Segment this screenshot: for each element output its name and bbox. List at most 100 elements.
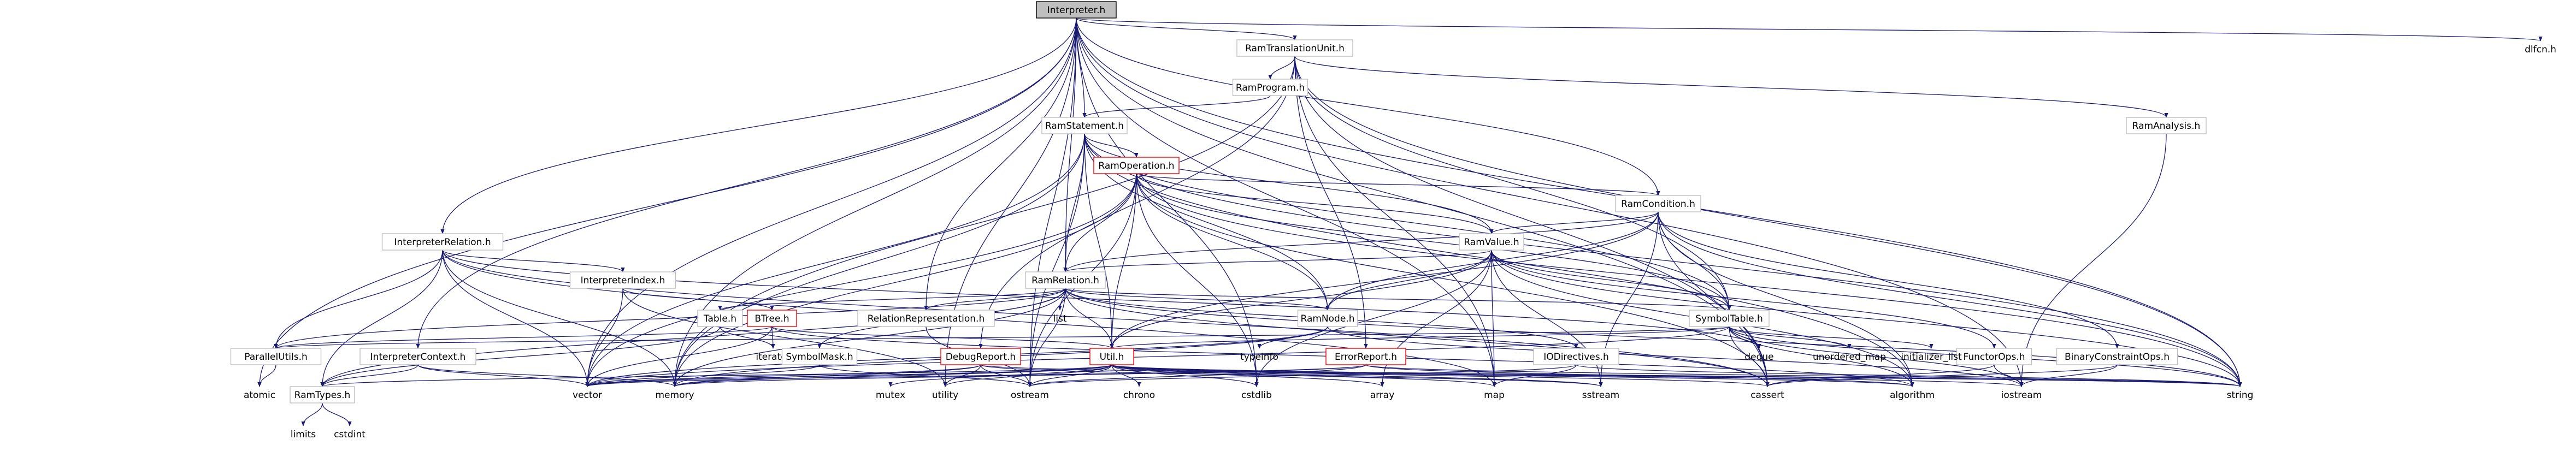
include-edge — [416, 17, 1077, 349]
include-edge — [1065, 288, 1330, 311]
include-edge — [1576, 364, 2242, 387]
node-error-report-h[interactable]: ErrorReport.h — [1325, 348, 1406, 365]
include-edge — [585, 173, 1137, 387]
include-edge — [1658, 211, 2119, 349]
include-edge — [1729, 326, 1934, 349]
node-ram-program-h[interactable]: RamProgram.h — [1232, 79, 1308, 96]
node-debug-report-h[interactable]: DebugReport.h — [940, 348, 1021, 365]
node-box — [290, 386, 355, 403]
node-box — [2126, 117, 2207, 134]
node-mutex[interactable]: mutex — [876, 390, 905, 401]
node-label: DebugReport.h — [946, 352, 1016, 363]
node-ram-node-h[interactable]: RamNode.h — [1297, 310, 1358, 327]
node-ram-condition-h[interactable]: RamCondition.h — [1615, 195, 1701, 212]
include-edge — [1491, 250, 1496, 387]
include-edge — [1111, 364, 1141, 387]
node-label: ostream — [1011, 390, 1049, 401]
node-binary-constraint-ops-h[interactable]: BinaryConstraintOps.h — [2056, 348, 2178, 365]
include-edge — [1254, 250, 1492, 387]
node-btree-h[interactable]: BTree.h — [747, 310, 797, 327]
include-edge — [585, 364, 981, 387]
node-deque[interactable]: deque — [1744, 352, 1773, 363]
include-edge — [1136, 173, 2242, 387]
include-edge — [274, 288, 1066, 349]
include-edge — [1380, 250, 1492, 387]
node-array[interactable]: array — [1370, 390, 1395, 401]
node-box — [747, 310, 797, 327]
include-edge — [1729, 326, 1852, 349]
node-cstdint[interactable]: cstdint — [334, 429, 366, 440]
node-utility[interactable]: utility — [932, 390, 958, 401]
node-atomic[interactable]: atomic — [244, 390, 275, 401]
include-edge — [1111, 364, 2242, 387]
node-map[interactable]: map — [1484, 390, 1505, 401]
include-edge — [585, 326, 773, 387]
include-edge — [1489, 211, 1659, 234]
node-ram-relation-h[interactable]: RamRelation.h — [1025, 271, 1106, 289]
node-box — [1533, 348, 1619, 365]
include-edge — [274, 250, 443, 349]
node-interpreter-relation-h[interactable]: InterpreterRelation.h — [381, 233, 504, 251]
node-interpreter-context-h[interactable]: InterpreterContext.h — [359, 348, 476, 365]
node-limits[interactable]: limits — [291, 429, 316, 440]
node-list[interactable]: list — [1053, 313, 1067, 324]
node-relation-representation-h[interactable]: RelationRepresentation.h — [857, 310, 995, 327]
node-initializer-list[interactable]: initializer_list — [1901, 352, 1962, 363]
include-edge — [1028, 364, 1577, 387]
node-iostream[interactable]: iostream — [2001, 390, 2042, 401]
include-edge — [1076, 17, 2024, 387]
node-ram-types-h[interactable]: RamTypes.h — [290, 386, 355, 403]
node-cstdlib[interactable]: cstdlib — [1241, 390, 1272, 401]
node-label: RamRelation.h — [1031, 275, 1099, 286]
node-label: RamTranslationUnit.h — [1245, 43, 1345, 54]
node-ram-translation-unit-h[interactable]: RamTranslationUnit.h — [1236, 39, 1353, 57]
include-edge — [2019, 364, 2118, 387]
node-io-directives-h[interactable]: IODirectives.h — [1533, 348, 1619, 365]
node-label: BTree.h — [754, 313, 789, 324]
node-ram-value-h[interactable]: RamValue.h — [1459, 233, 1524, 251]
include-edge — [1065, 288, 1731, 311]
node-ram-operation-h[interactable]: RamOperation.h — [1093, 157, 1180, 174]
include-edge — [440, 17, 1077, 234]
node-box — [1089, 348, 1134, 365]
node-dlfcn-h[interactable]: dlfcn.h — [2525, 44, 2556, 55]
node-cassert[interactable]: cassert — [1750, 390, 1784, 401]
node-ram-analysis-h[interactable]: RamAnalysis.h — [2126, 117, 2207, 134]
include-edge — [1268, 56, 1295, 80]
include-edge — [1136, 173, 1330, 311]
node-algorithm[interactable]: algorithm — [1890, 390, 1935, 401]
node-ram-statement-h[interactable]: RamStatement.h — [1041, 117, 1128, 134]
include-edge — [585, 364, 1112, 387]
node-vector[interactable]: vector — [573, 390, 602, 401]
node-util-h[interactable]: Util.h — [1089, 348, 1134, 365]
node-interpreter-h[interactable]: Interpreter.h — [1036, 1, 1117, 19]
node-typeinfo[interactable]: typeinfo — [1240, 352, 1278, 363]
include-edge — [1063, 250, 1492, 272]
include-edge — [442, 250, 1761, 349]
node-symbol-table-h[interactable]: SymbolTable.h — [1689, 310, 1770, 327]
include-edge — [1084, 133, 1114, 349]
include-edge — [622, 288, 947, 387]
node-parallel-utils-h[interactable]: ParallelUtils.h — [230, 348, 322, 365]
node-label: InterpreterIndex.h — [581, 275, 665, 286]
node-sstream[interactable]: sstream — [1582, 390, 1619, 401]
include-edge — [1065, 288, 2242, 387]
node-symbol-mask-h[interactable]: SymbolMask.h — [781, 348, 858, 365]
node-table-h[interactable]: Table.h — [697, 310, 743, 327]
node-label: Util.h — [1100, 352, 1124, 363]
include-edge — [673, 56, 1295, 387]
node-memory[interactable]: memory — [655, 390, 694, 401]
node-string[interactable]: string — [2227, 390, 2254, 401]
include-edge — [1658, 211, 1914, 387]
node-functor-ops-h[interactable]: FunctorOps.h — [1956, 348, 2032, 365]
node-chrono[interactable]: chrono — [1123, 390, 1155, 401]
node-box — [697, 310, 743, 327]
node-interpreter-index-h[interactable]: InterpreterIndex.h — [569, 271, 676, 289]
node-box — [1025, 271, 1106, 289]
node-ostream[interactable]: ostream — [1011, 390, 1049, 401]
node-label: Interpreter.h — [1047, 5, 1106, 16]
node-unordered-map[interactable]: unordered_map — [1813, 352, 1886, 363]
node-label: Table.h — [703, 313, 736, 324]
include-edge — [1491, 250, 1731, 311]
include-edge — [1658, 211, 1770, 387]
